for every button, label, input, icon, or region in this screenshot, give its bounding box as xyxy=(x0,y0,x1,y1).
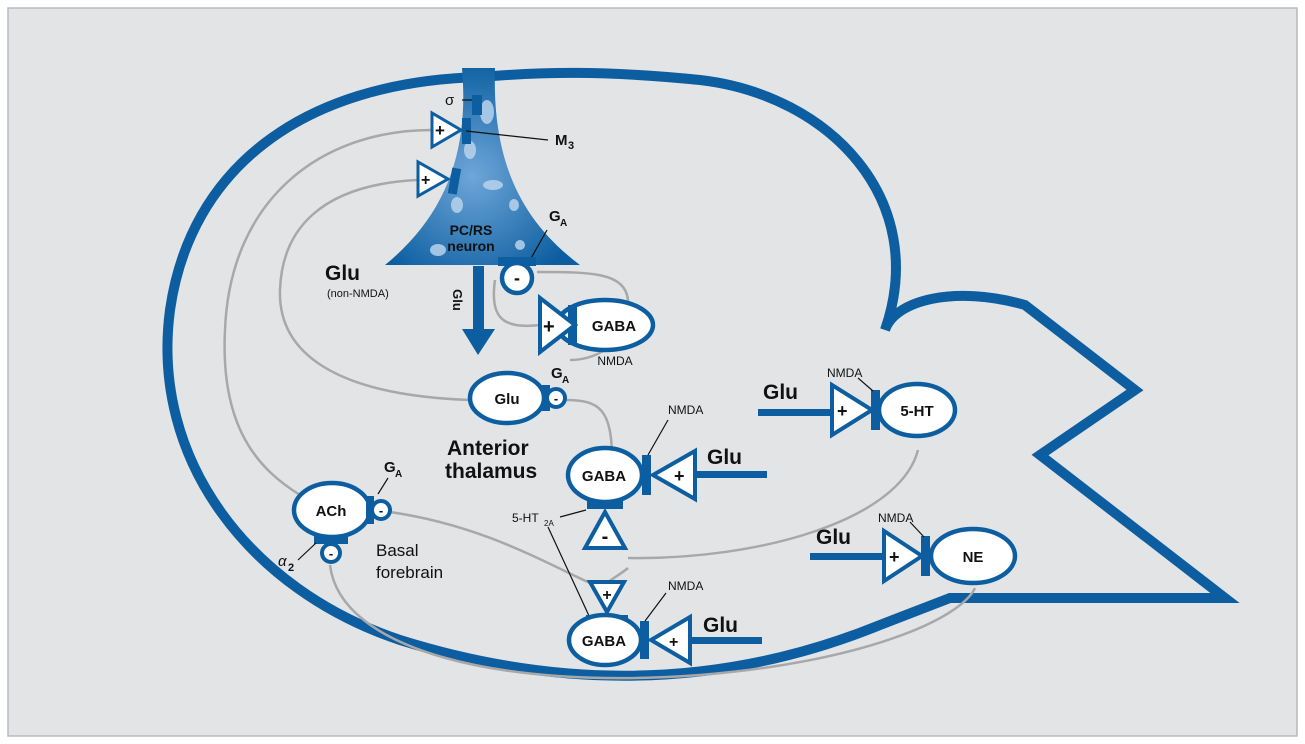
plus-sign: + xyxy=(421,172,430,189)
thalamic-inhibitory-terminal xyxy=(545,387,567,409)
plus-sign: + xyxy=(889,547,900,567)
anterior-label: Anterior xyxy=(447,437,529,460)
5ht-nmda-label: NMDA xyxy=(827,366,862,380)
glu-input-line xyxy=(695,471,767,478)
wire-pcrs-gaba xyxy=(492,279,541,328)
excitatory-synapse-lower xyxy=(586,580,628,617)
ga-subscript: A xyxy=(395,469,402,480)
alpha2-subscript: 2 xyxy=(288,562,294,574)
glu-input-label: Glu xyxy=(707,446,742,469)
glu-output-arrow-shaft xyxy=(473,266,484,331)
5ht-neuron xyxy=(876,381,958,439)
alpha2-receptor xyxy=(314,536,348,544)
pcrs-label-line1: PC/RS xyxy=(450,222,493,238)
excitatory-synapse-m3 xyxy=(430,110,464,150)
excitatory-synapse-ne xyxy=(882,527,926,585)
m3-subscript: 3 xyxy=(568,140,574,152)
5ht2a-subscript: 2A xyxy=(544,519,554,528)
ga-subscript: A xyxy=(560,218,567,229)
minus-sign: - xyxy=(514,268,520,288)
thalamic-gaba-label: GABA xyxy=(582,468,626,485)
inhibitory-terminal xyxy=(499,260,535,296)
ne-label: NE xyxy=(963,549,984,566)
thalamic-nmda-label: NMDA xyxy=(668,403,703,417)
plus-sign: + xyxy=(543,316,555,338)
excitatory-synapse-cortical-gaba xyxy=(538,293,579,357)
minus-sign: - xyxy=(379,503,383,518)
non-nmda-label: (non-NMDA) xyxy=(327,288,389,300)
plus-sign: + xyxy=(837,401,848,421)
5ht-nmda-receptor xyxy=(871,390,880,430)
wire-plus1-to-ach xyxy=(223,128,433,497)
pcrs-vesicles xyxy=(430,100,525,256)
ga-label: G xyxy=(549,208,561,225)
5ht-label: 5-HT xyxy=(900,403,933,420)
wire-plus2-to-glu xyxy=(278,178,471,402)
ne-neuron xyxy=(928,526,1018,586)
ach-inhibitory-terminal xyxy=(370,499,392,521)
lower-gaba-label: GABA xyxy=(582,633,626,650)
minus-sign: - xyxy=(554,391,558,406)
cortical-gaba-label: GABA xyxy=(592,318,636,335)
thalamic-glu-label: Glu xyxy=(495,391,520,408)
5ht2a-label: 5-HT xyxy=(512,511,539,525)
ga-label: G xyxy=(384,459,396,476)
excitatory-synapse-2 xyxy=(416,159,452,199)
ga-label: G xyxy=(551,365,563,382)
glu-5ht-input-line xyxy=(758,409,833,416)
plus-sign: + xyxy=(669,634,678,651)
plus-sign: + xyxy=(674,466,685,486)
ne-nmda-receptor xyxy=(921,536,930,576)
brain-outline xyxy=(162,67,1240,681)
lower-nmda-label: NMDA xyxy=(668,579,703,593)
plus-sign: + xyxy=(602,587,611,604)
upper-receptor xyxy=(447,167,462,195)
ne-nmda-label: NMDA xyxy=(878,511,913,525)
glu-ne-label: Glu xyxy=(816,526,851,549)
ach-label: ACh xyxy=(316,503,347,520)
glu-arrow-label: Glu xyxy=(450,289,465,311)
thalamus-label: thalamus xyxy=(445,460,537,483)
wire-ga-gaba xyxy=(536,270,630,362)
wire-5ht xyxy=(627,449,920,560)
wire-ach-gaba xyxy=(389,510,591,585)
wire-forebrain-ne xyxy=(328,564,977,680)
glu-output-arrowhead xyxy=(462,329,495,355)
forebrain-label: forebrain xyxy=(376,563,443,582)
lower-nmda-receptor xyxy=(640,621,649,659)
pcrs-neuron-body xyxy=(385,68,580,265)
glu-lower-input-label: Glu xyxy=(703,614,738,637)
inhibitory-synapse-5ht2a xyxy=(581,507,629,550)
glu-ne-input-line xyxy=(810,553,885,560)
sigma-label: σ xyxy=(445,92,455,109)
alpha2-inhibitory-terminal xyxy=(320,542,342,564)
cortical-nmda-label: NMDA xyxy=(597,354,632,368)
minus-sign: - xyxy=(329,546,333,561)
panel-background xyxy=(7,7,1298,737)
basal-label: Basal xyxy=(376,541,419,560)
alpha2-label: α xyxy=(278,553,287,570)
glu-5ht-label: Glu xyxy=(763,381,798,404)
sigma-receptor xyxy=(472,95,482,115)
plus-sign: + xyxy=(435,121,445,140)
minus-sign: - xyxy=(602,526,609,548)
thalamic-nmda-receptor xyxy=(642,455,651,495)
glu-cortex-label: Glu xyxy=(325,262,360,285)
m3-label: M xyxy=(555,132,568,149)
5ht2a-receptor xyxy=(587,501,623,509)
excitatory-synapse-5ht xyxy=(830,381,876,439)
glu-lower-input-line xyxy=(690,637,762,644)
ga-subscript: A xyxy=(562,375,569,386)
pcrs-label-line2: neuron xyxy=(447,238,494,254)
